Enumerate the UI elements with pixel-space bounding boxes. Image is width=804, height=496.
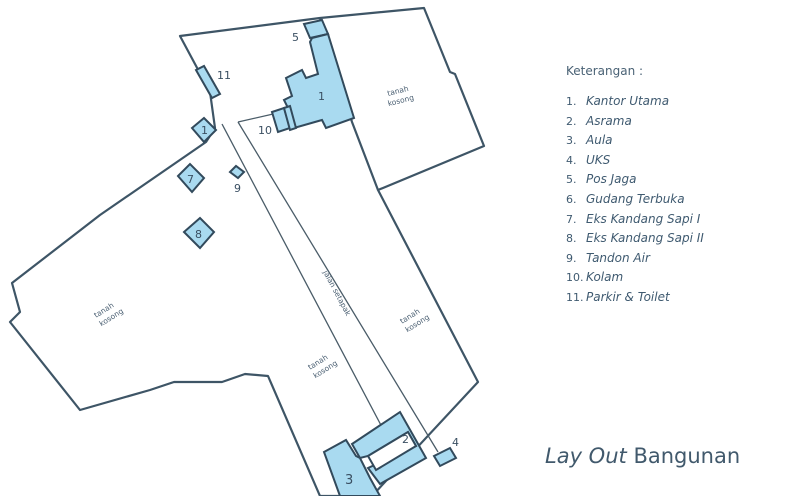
building-1-annex[interactable] bbox=[190, 116, 218, 144]
label-1: 1 bbox=[318, 90, 325, 103]
label-1-annex: 1 bbox=[201, 124, 208, 137]
building-10-kolam-b[interactable] bbox=[282, 104, 298, 132]
legend: Keterangan : 1.Kantor Utama 2.Asrama 3.A… bbox=[566, 64, 704, 308]
building-4-uks[interactable] bbox=[432, 446, 458, 468]
legend-item: 9.Tandon Air bbox=[566, 250, 650, 265]
asrama-courtyard bbox=[366, 430, 418, 472]
legend-title: Keterangan : bbox=[566, 64, 644, 78]
legend-item: 10.Kolam bbox=[566, 270, 624, 285]
label-4: 4 bbox=[452, 436, 459, 449]
building-9-tandon-air[interactable] bbox=[228, 164, 246, 180]
building-11-parkir-toilet[interactable] bbox=[194, 64, 222, 100]
legend-item: 8.Eks Kandang Sapi II bbox=[566, 231, 704, 246]
building-8-eks-kandang-sapi-2[interactable] bbox=[182, 216, 216, 250]
legend-item: 5.Pos Jaga bbox=[566, 172, 637, 187]
site-boundary bbox=[8, 6, 486, 496]
legend-item: 7.Eks Kandang Sapi I bbox=[566, 211, 701, 226]
label-10: 10 bbox=[258, 124, 272, 137]
legend-item: 1.Kantor Utama bbox=[566, 94, 670, 108]
building-7-eks-kandang-sapi-1[interactable] bbox=[176, 162, 206, 194]
legend-item: 4.UKS bbox=[566, 152, 611, 167]
legend-item: 11.Parkir & Toilet bbox=[566, 289, 670, 304]
footpath-edge-left bbox=[221, 123, 403, 466]
footpath-edge-right bbox=[237, 121, 439, 453]
legend-list: 1.Kantor Utama 2.Asrama 3.Aula 4.UKS 5.P… bbox=[566, 92, 704, 308]
label-2: 2 bbox=[402, 433, 409, 446]
label-7: 7 bbox=[187, 173, 194, 186]
legend-item: 6.Gudang Terbuka bbox=[566, 191, 685, 206]
building-2-asrama[interactable] bbox=[350, 410, 428, 486]
label-9: 9 bbox=[234, 182, 241, 195]
label-11: 11 bbox=[217, 69, 231, 82]
label-3: 3 bbox=[345, 473, 353, 488]
page-title: Lay Out Bangunan bbox=[545, 444, 740, 468]
title-regular: Bangunan bbox=[633, 444, 741, 468]
title-italic: Lay Out bbox=[545, 444, 627, 468]
building-3-aula[interactable] bbox=[322, 438, 382, 496]
building-1-kantor-utama[interactable] bbox=[282, 32, 356, 130]
label-8: 8 bbox=[195, 228, 202, 241]
legend-item: 2.Asrama bbox=[566, 113, 632, 128]
legend-item: 3.Aula bbox=[566, 133, 613, 148]
label-5: 5 bbox=[292, 31, 299, 44]
